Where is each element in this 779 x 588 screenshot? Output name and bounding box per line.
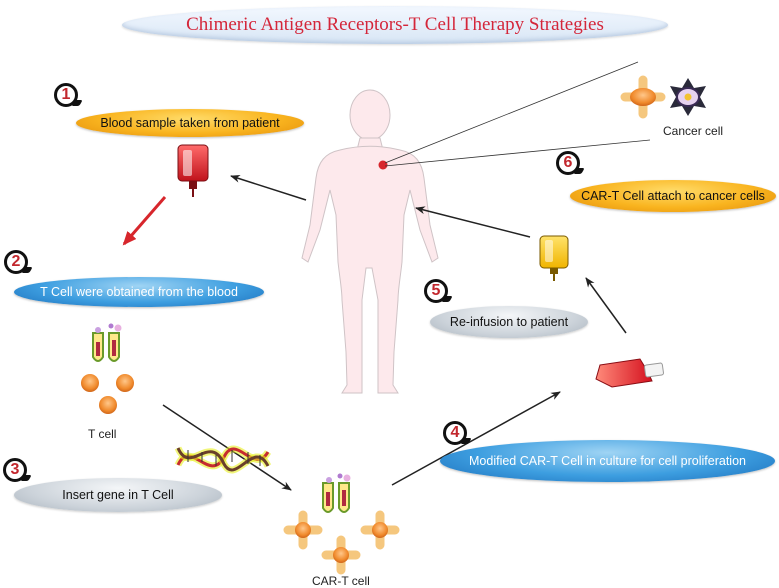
culture-flask-icon [595, 358, 664, 388]
cart-test-tubes-icon [322, 473, 351, 513]
car-t-attack-icon [620, 75, 666, 119]
step-5-number-badge: 5 [424, 279, 448, 303]
step-6-text: CAR-T Cell attach to cancer cells [581, 189, 765, 203]
step-3-number: 3 [10, 461, 20, 478]
arrow-culture-to-bag [585, 277, 627, 334]
step-1-text: Blood sample taken from patient [100, 116, 280, 130]
step-6-label: CAR-T Cell attach to cancer cells [570, 180, 776, 212]
step-3-number-badge: 3 [3, 458, 27, 482]
step-2-number-badge: 2 [4, 250, 28, 274]
step-3-text: Insert gene in T Cell [62, 488, 174, 502]
blood-bag-icon [177, 144, 209, 197]
step-4-number: 4 [450, 424, 460, 441]
arrow-body-to-blood-bag [230, 174, 307, 201]
step-2-label: T Cell were obtained from the blood [14, 277, 264, 307]
page-title-text: Chimeric Antigen Receptors-T Cell Therap… [186, 14, 604, 35]
step-5-text: Re-infusion to patient [449, 315, 569, 329]
car-t-cell-label: CAR-T cell [312, 574, 370, 588]
arrow-cart-to-culture [391, 391, 561, 486]
step-5-number: 5 [431, 282, 441, 299]
human-body-figure [301, 89, 439, 394]
step-1-label: Blood sample taken from patient [76, 109, 304, 137]
step-4-number-badge: 4 [443, 421, 467, 445]
t-cells-icon [81, 374, 134, 414]
step-5-label: Re-infusion to patient [430, 306, 588, 338]
arrow-red-bag-to-tcell [122, 196, 167, 246]
tumor-pointer-line [384, 61, 639, 164]
dna-helix-icon [174, 445, 272, 474]
t-cell-label: T cell [88, 427, 117, 441]
step-1-number: 1 [61, 86, 71, 103]
cancer-cell-icon [670, 78, 706, 116]
step-2-text: T Cell were obtained from the blood [40, 285, 238, 299]
tumor-site-marker [378, 160, 388, 170]
step-6-number-badge: 6 [556, 151, 580, 175]
cancer-cell-pointer-line [384, 139, 651, 167]
step-1-number-badge: 1 [54, 83, 78, 107]
cancer-cell-label: Cancer cell [663, 124, 724, 138]
step-2-number: 2 [11, 253, 21, 270]
infusion-bag-icon [539, 235, 569, 281]
step-3-label: Insert gene in T Cell [14, 478, 222, 512]
test-tubes-icon [92, 323, 122, 362]
step-6-number: 6 [563, 154, 573, 171]
page-title: Chimeric Antigen Receptors-T Cell Therap… [122, 6, 668, 44]
step-4-text: Modified CAR-T Cell in culture for cell … [469, 454, 746, 468]
arrow-tcell-to-cart [162, 404, 292, 491]
car-t-cells-icon [283, 510, 400, 575]
arrow-bag-to-body [415, 206, 531, 238]
step-4-label: Modified CAR-T Cell in culture for cell … [440, 440, 775, 482]
